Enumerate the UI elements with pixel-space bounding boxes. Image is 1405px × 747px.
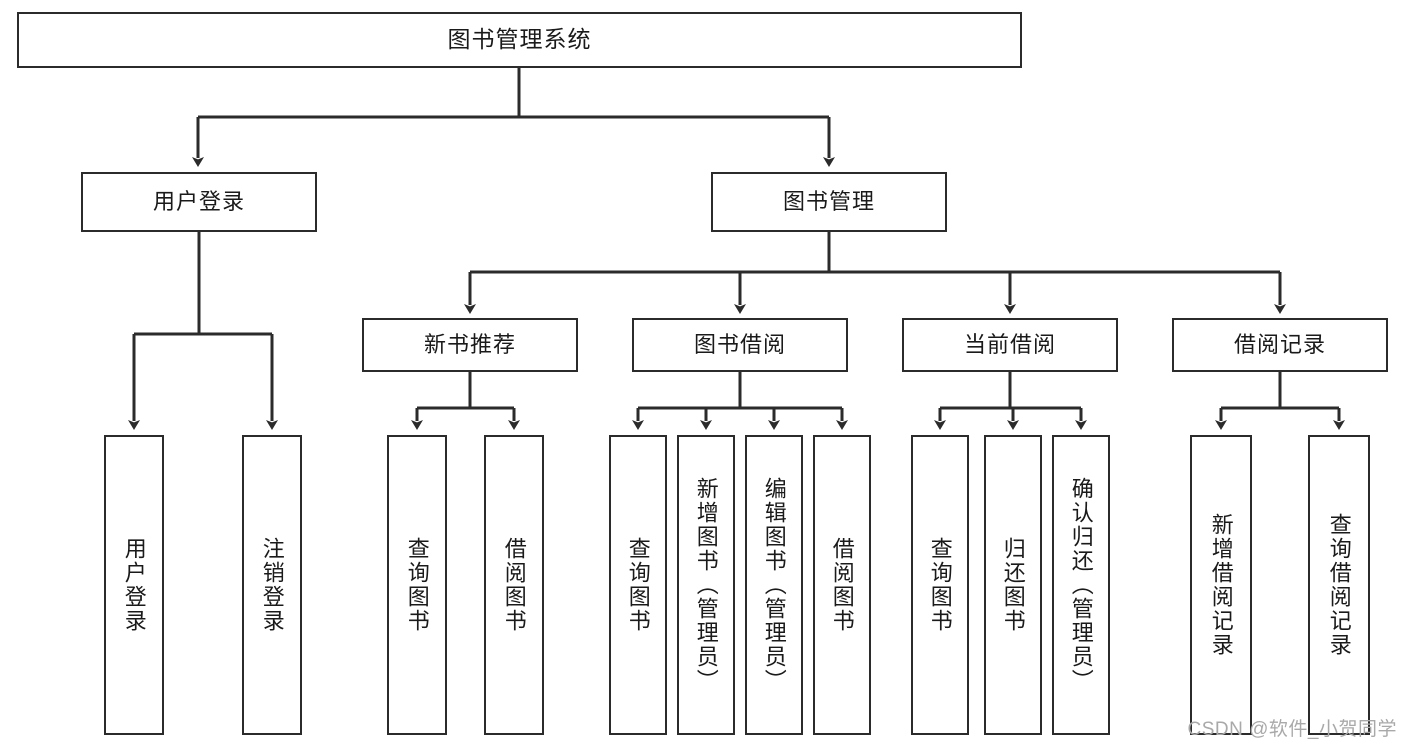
node-book-borrow[interactable]: 图书借阅 xyxy=(632,318,848,372)
leaf-add-book-admin[interactable]: 新增图书（管理员） xyxy=(677,435,735,735)
node-label: 归还图书 xyxy=(1000,537,1026,633)
leaf-add-borrow-record[interactable]: 新增借阅记录 xyxy=(1190,435,1252,735)
node-label: 新增借阅记录 xyxy=(1208,513,1234,657)
node-label: 当前借阅 xyxy=(963,331,1056,357)
node-new-book-recommend[interactable]: 新书推荐 xyxy=(362,318,578,372)
node-label: 查询图书 xyxy=(625,537,651,633)
node-label: 借阅图书 xyxy=(829,537,855,633)
leaf-user-login[interactable]: 用户登录 xyxy=(104,435,164,735)
node-borrow-records[interactable]: 借阅记录 xyxy=(1172,318,1388,372)
node-label: 图书借阅 xyxy=(693,331,786,357)
node-label: 新增图书（管理员） xyxy=(693,477,719,693)
leaf-edit-book-admin[interactable]: 编辑图书（管理员） xyxy=(745,435,803,735)
leaf-confirm-return-admin[interactable]: 确认归还（管理员） xyxy=(1052,435,1110,735)
node-current-borrow[interactable]: 当前借阅 xyxy=(902,318,1118,372)
leaf-query-book-recommend[interactable]: 查询图书 xyxy=(387,435,447,735)
leaf-return-book[interactable]: 归还图书 xyxy=(984,435,1042,735)
node-label: 图书管理系统 xyxy=(447,26,592,53)
leaf-borrow-book-recommend[interactable]: 借阅图书 xyxy=(484,435,544,735)
leaf-logout-login[interactable]: 注销登录 xyxy=(242,435,302,735)
node-label: 用户登录 xyxy=(152,188,245,214)
node-label: 查询图书 xyxy=(404,537,430,633)
leaf-query-borrow-record[interactable]: 查询借阅记录 xyxy=(1308,435,1370,735)
leaf-query-book-borrow[interactable]: 查询图书 xyxy=(609,435,667,735)
node-label: 图书管理 xyxy=(782,188,875,214)
node-book-management[interactable]: 图书管理 xyxy=(711,172,947,232)
node-label: 查询图书 xyxy=(927,537,953,633)
leaf-borrow-book[interactable]: 借阅图书 xyxy=(813,435,871,735)
node-label: 借阅记录 xyxy=(1233,331,1326,357)
leaf-query-book-current[interactable]: 查询图书 xyxy=(911,435,969,735)
node-label: 注销登录 xyxy=(259,537,285,633)
node-label: 新书推荐 xyxy=(423,331,516,357)
node-root-book-management-system[interactable]: 图书管理系统 xyxy=(17,12,1022,68)
node-user-login[interactable]: 用户登录 xyxy=(81,172,317,232)
node-label: 用户登录 xyxy=(121,537,147,633)
node-label: 编辑图书（管理员） xyxy=(761,477,787,693)
node-label: 确认归还（管理员） xyxy=(1068,477,1094,693)
node-label: 查询借阅记录 xyxy=(1326,513,1352,657)
node-label: 借阅图书 xyxy=(501,537,527,633)
watermark-text: CSDN @软件_小贺同学 xyxy=(1187,719,1397,740)
